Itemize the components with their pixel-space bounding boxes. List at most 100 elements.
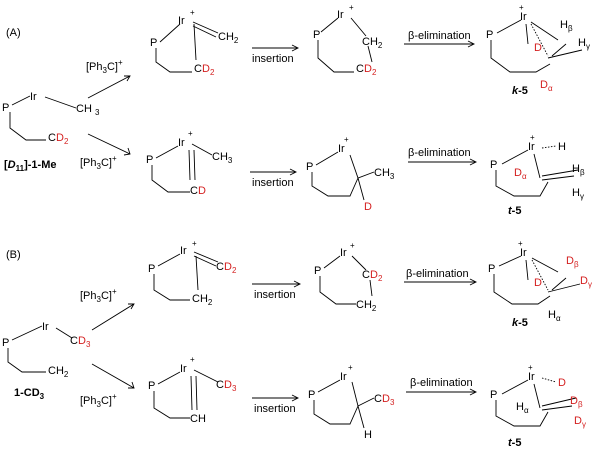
svg-text:+: + — [344, 135, 349, 144]
k5-label-a: k-5 — [512, 85, 528, 97]
svg-text:D: D — [514, 167, 522, 179]
svg-text:H: H — [572, 187, 580, 199]
start-b-name: 1-CD3 — [14, 387, 45, 401]
b-top-metallacycle: P Ir + C D 2 CH2 — [314, 241, 383, 313]
svg-text:CH2: CH2 — [192, 293, 213, 307]
arrow-b-bottom-beta — [406, 388, 478, 396]
svg-text:D: D — [56, 132, 64, 144]
a-bottom-metallacycle: P Ir + CH3 D — [306, 135, 395, 213]
svg-text:CH2: CH2 — [218, 31, 239, 45]
reagent-b-up: [Ph3C]+ — [80, 287, 117, 304]
svg-text:Ir: Ir — [340, 247, 347, 259]
svg-text:P: P — [2, 337, 9, 349]
svg-text:Ir: Ir — [178, 15, 185, 27]
svg-text:P: P — [314, 265, 321, 277]
arrow-a-bottom-beta — [408, 158, 478, 166]
svg-text:C: C — [374, 393, 382, 405]
svg-text:Ir: Ir — [338, 143, 345, 155]
svg-text:P: P — [486, 29, 493, 41]
label-a-bottom-beta: β-elimination — [408, 147, 471, 159]
svg-text:D: D — [364, 63, 372, 75]
a-top-carbene: P Ir + CH2 C D 2 — [150, 8, 239, 77]
svg-text:CH2: CH2 — [48, 365, 69, 379]
svg-text:α: α — [522, 172, 527, 181]
svg-text:CH2: CH2 — [362, 36, 383, 50]
svg-text:D: D — [224, 379, 232, 391]
svg-text:3: 3 — [95, 108, 100, 117]
svg-text:2: 2 — [232, 266, 237, 275]
svg-text:C: C — [216, 379, 224, 391]
svg-text:P: P — [148, 380, 155, 392]
svg-text:P: P — [148, 263, 155, 275]
svg-text:α: α — [548, 84, 553, 93]
svg-text:+: + — [348, 363, 353, 372]
svg-text:Ir: Ir — [42, 321, 49, 333]
arrow-b-top-insertion — [252, 280, 302, 288]
a-bottom-alkylidene: P Ir + CH3 C D — [146, 129, 233, 197]
arrow-a-bottom-insertion — [250, 168, 298, 176]
svg-text:Ir: Ir — [528, 371, 535, 383]
svg-text:P: P — [306, 161, 313, 173]
svg-text:D: D — [370, 269, 378, 281]
svg-text:H: H — [578, 37, 586, 49]
svg-text:β: β — [578, 400, 583, 409]
svg-text:γ: γ — [582, 420, 586, 429]
svg-text:3: 3 — [232, 384, 237, 393]
label-b-bottom-beta: β-elimination — [410, 377, 473, 389]
svg-text:CH: CH — [190, 413, 206, 425]
svg-text:2: 2 — [64, 137, 69, 146]
svg-text:3: 3 — [86, 340, 91, 349]
start-a-name: [D11]-1-Me — [4, 159, 56, 173]
svg-text:+: + — [528, 363, 533, 372]
svg-text:D: D — [570, 395, 578, 407]
svg-text:CH2: CH2 — [356, 299, 377, 313]
label-a-top-insertion: insertion — [252, 53, 294, 65]
svg-text:+: + — [518, 239, 523, 248]
svg-text:+: + — [190, 8, 195, 17]
svg-text:C: C — [194, 63, 202, 75]
svg-text:H: H — [560, 19, 568, 31]
svg-text:P: P — [308, 389, 315, 401]
svg-text:+: + — [350, 241, 355, 250]
b-bottom-alkylidene: P Ir + C D 3 CH — [148, 355, 237, 425]
svg-text:D: D — [580, 275, 588, 287]
svg-text:3: 3 — [390, 398, 395, 407]
section-a-label: (A) — [6, 27, 21, 39]
svg-text:Ir: Ir — [340, 371, 347, 383]
svg-text:2: 2 — [372, 68, 377, 77]
svg-text:D: D — [566, 255, 574, 267]
section-b-label: (B) — [6, 249, 21, 261]
svg-text:P: P — [490, 159, 497, 171]
reagent-b-down: [Ph3C]+ — [80, 392, 117, 409]
svg-text:α: α — [556, 314, 561, 323]
svg-text:β: β — [580, 168, 585, 177]
arrow-a-down — [87, 133, 131, 156]
svg-text:C: C — [362, 269, 370, 281]
svg-text:+: + — [519, 3, 524, 12]
arrow-b-top-beta — [404, 278, 478, 286]
arrow-b-down — [91, 363, 135, 389]
svg-text:H: H — [558, 141, 566, 153]
svg-text:CH3: CH3 — [374, 167, 395, 181]
svg-text:Ir: Ir — [178, 137, 185, 149]
arrow-b-up — [91, 303, 135, 331]
svg-text:+: + — [349, 3, 354, 12]
svg-text:C: C — [190, 185, 198, 197]
svg-text:D: D — [534, 42, 542, 54]
svg-text:+: + — [530, 133, 535, 142]
label-a-top-beta: β-elimination — [408, 30, 471, 42]
svg-text:CH: CH — [76, 103, 92, 115]
t5-label-a: t-5 — [508, 205, 521, 217]
arrow-a-top-beta — [404, 40, 476, 48]
svg-text:+: + — [190, 355, 195, 364]
a-top-metallacycle: P Ir + CH2 C D 2 — [313, 3, 383, 77]
b-top-k5: P Ir + D D β D γ H α k-5 — [488, 239, 592, 329]
svg-text:H: H — [572, 163, 580, 175]
start-complex-a: P Ir CH 3 C D 2 [D11]-1-Me — [2, 91, 100, 173]
label-b-top-insertion: insertion — [254, 289, 296, 301]
label-b-top-beta: β-elimination — [406, 268, 469, 280]
svg-text:D: D — [574, 415, 582, 427]
svg-text:Ir: Ir — [30, 91, 37, 103]
svg-text:C: C — [216, 261, 224, 273]
